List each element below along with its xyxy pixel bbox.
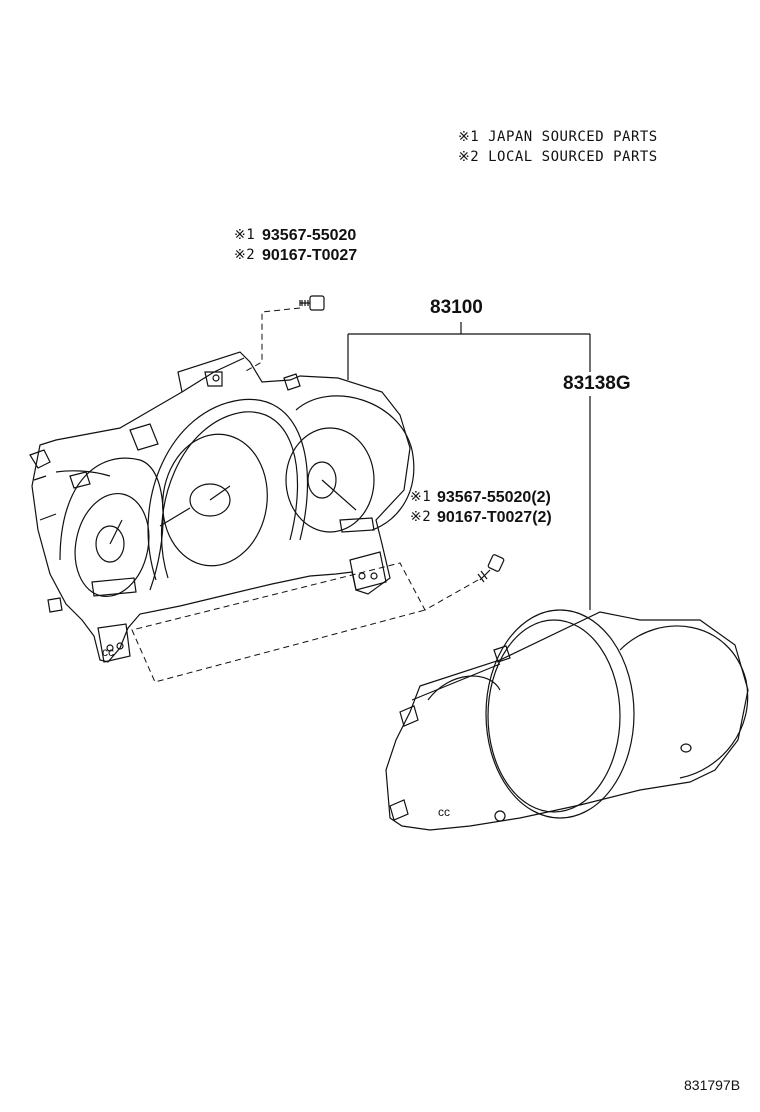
assembly-leader bbox=[347, 322, 591, 380]
screw-right-leader bbox=[131, 562, 479, 683]
screw-top-mark2: ※2 bbox=[234, 247, 255, 263]
combination-meter-cluster: cc bbox=[29, 351, 415, 663]
legend-note-japan: ※1 JAPAN SOURCED PARTS bbox=[458, 129, 658, 145]
meter-glass: cc bbox=[385, 609, 749, 831]
screw-right-mark1: ※1 bbox=[410, 489, 431, 505]
screw-right-part1[interactable]: 93567-55020(2) bbox=[437, 489, 551, 506]
screw-right-icon bbox=[477, 554, 505, 583]
screw-top-icon bbox=[299, 295, 325, 311]
screw-right-mark2: ※2 bbox=[410, 509, 431, 525]
assembly-part-number[interactable]: 83100 bbox=[430, 297, 483, 318]
screw-top-leader bbox=[243, 307, 301, 373]
glass-marks: cc bbox=[438, 805, 450, 819]
drawing-id: 831797B bbox=[684, 1077, 740, 1093]
screw-top-part1[interactable]: 93567-55020 bbox=[262, 227, 356, 244]
glass-part-number[interactable]: 83138G bbox=[563, 373, 631, 394]
screw-top-part2[interactable]: 90167-T0027 bbox=[262, 247, 357, 264]
cluster-marks: cc bbox=[102, 645, 114, 659]
legend-note-local: ※2 LOCAL SOURCED PARTS bbox=[458, 149, 658, 165]
screw-right-part2[interactable]: 90167-T0027(2) bbox=[437, 509, 552, 526]
screw-top-mark1: ※1 bbox=[234, 227, 255, 243]
